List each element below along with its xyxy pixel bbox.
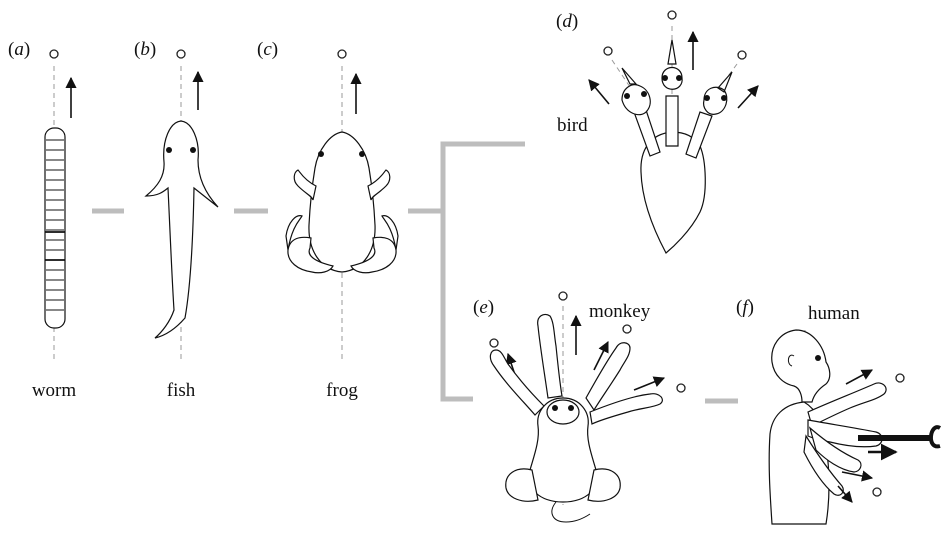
- target-marker-center: [559, 292, 567, 300]
- animal-name-bird: bird: [557, 115, 588, 136]
- motion-arrow-right: [738, 86, 758, 108]
- frog-eye-right: [359, 151, 365, 157]
- bird-head-right: [704, 72, 732, 114]
- motion-arrow-left: [589, 80, 609, 104]
- human-head: [772, 330, 830, 402]
- monkey-arm-left: [490, 350, 544, 415]
- fish-eye-left: [166, 147, 172, 153]
- panel-e-monkey: (e) monkey: [473, 292, 685, 522]
- frog-forelimb-right: [368, 170, 390, 200]
- panel-label-e: (e): [473, 297, 494, 318]
- animal-name-monkey: monkey: [589, 301, 651, 322]
- panel-b-fish: (b) fish: [134, 39, 218, 401]
- panel-d-bird: (d) bird: [556, 11, 758, 253]
- target-marker-left: [490, 339, 498, 347]
- panel-f-human: (f) human: [736, 297, 940, 525]
- motion-arrow-right: [634, 378, 664, 390]
- target-marker-center: [668, 11, 676, 19]
- panel-label-b: (b): [134, 39, 156, 60]
- frog-forelimb-left: [294, 170, 316, 200]
- target-marker: [338, 50, 346, 58]
- panel-label-a: (a): [8, 39, 30, 60]
- bird-neck-left: [634, 110, 660, 156]
- monkey-tail: [552, 502, 590, 522]
- bird-eye: [721, 95, 727, 101]
- panel-label-f: (f): [736, 297, 754, 318]
- bird-neck-right: [686, 112, 712, 158]
- target-marker-left: [604, 47, 612, 55]
- bird-neck-center: [666, 96, 678, 146]
- panel-label-c: (c): [257, 39, 278, 60]
- bird-eye: [624, 93, 630, 99]
- panel-c-frog: (c) frog: [257, 39, 398, 401]
- animal-name-worm: worm: [32, 380, 77, 401]
- motion-arrow-middle: [842, 472, 872, 478]
- target-marker: [50, 50, 58, 58]
- animal-name-human: human: [808, 303, 860, 324]
- panel-a-worm: (a) worm: [8, 39, 76, 401]
- monkey-leg-left: [506, 469, 538, 501]
- worm-body: [45, 128, 65, 328]
- grasp-handle: [931, 427, 940, 446]
- target-marker-right: [738, 51, 746, 59]
- animal-name-frog: frog: [326, 380, 358, 401]
- monkey-head: [547, 400, 579, 424]
- target-marker-lower: [873, 488, 881, 496]
- monkey-leg-right: [588, 469, 620, 501]
- fish-body: [146, 121, 218, 338]
- human-eye: [815, 355, 821, 361]
- target-marker-upper-right: [623, 325, 631, 333]
- bird-eye: [641, 91, 647, 97]
- bird-head-left: [622, 68, 650, 115]
- monkey-eye-left: [552, 405, 558, 411]
- target-marker-upper: [896, 374, 904, 382]
- motion-arrow-upper: [846, 370, 872, 384]
- branch-bracket: [443, 144, 525, 399]
- fish-eye-right: [190, 147, 196, 153]
- monkey-eye-right: [568, 405, 574, 411]
- panel-label-d: (d): [556, 11, 578, 32]
- monkey-arm-up: [538, 314, 562, 398]
- bird-eye: [676, 75, 682, 81]
- target-marker-right: [677, 384, 685, 392]
- bird-eye: [704, 95, 710, 101]
- bird-eye: [662, 75, 668, 81]
- target-marker: [177, 50, 185, 58]
- frog-eye-left: [318, 151, 324, 157]
- animal-name-fish: fish: [167, 380, 196, 401]
